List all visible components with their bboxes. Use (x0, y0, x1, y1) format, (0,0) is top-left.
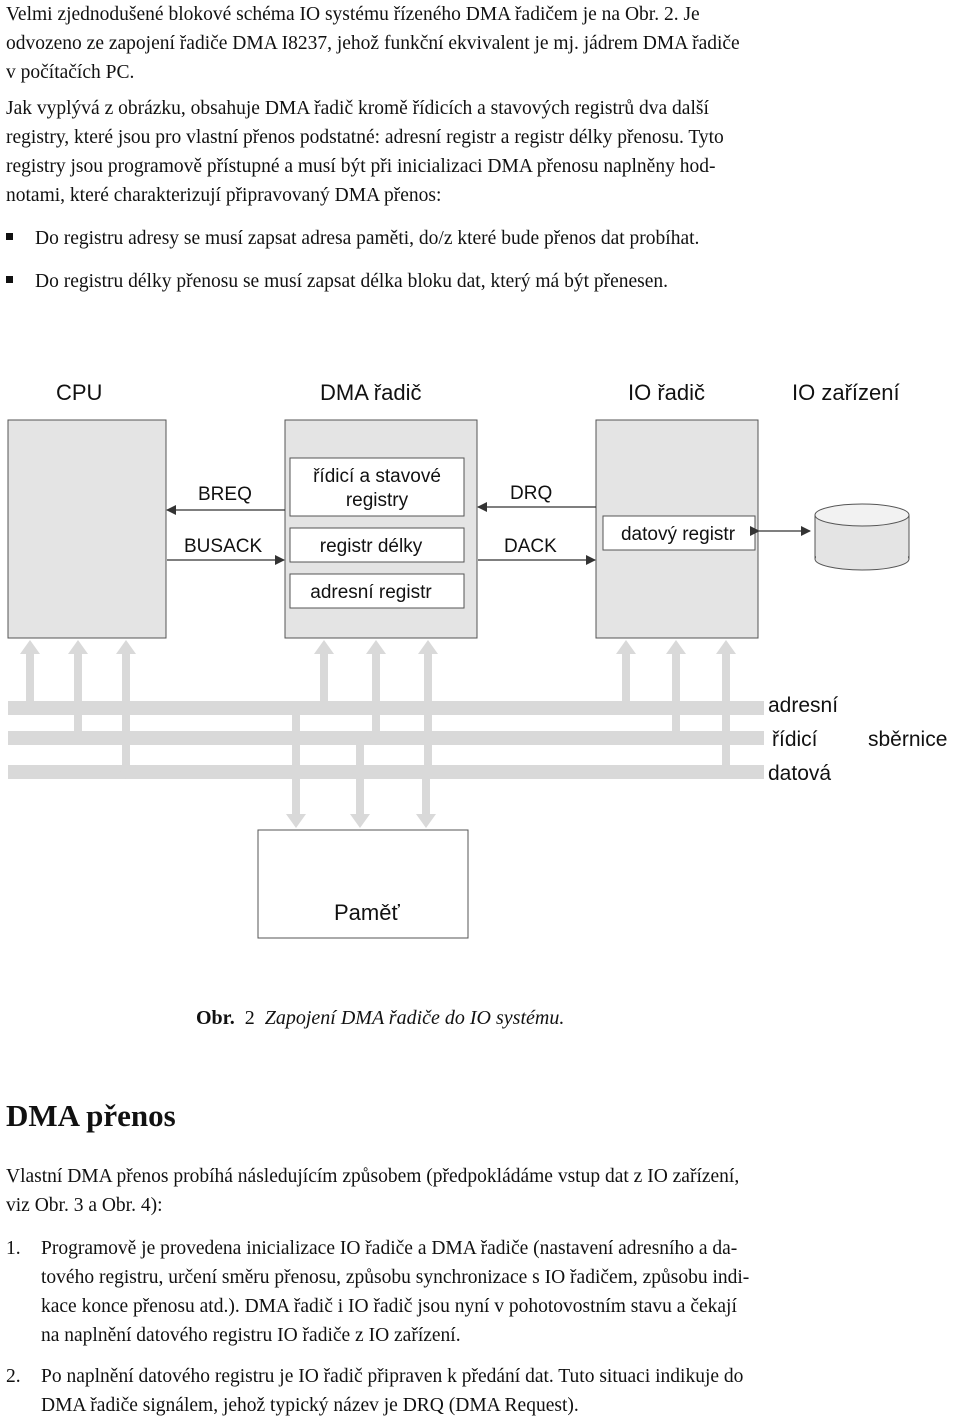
list-item: Do registru adresy se musí zapsat adresa… (6, 224, 699, 253)
bus-connector-arrow (366, 640, 386, 745)
io-controller-label: IO řadič (628, 380, 705, 405)
address-bus-label: adresní (768, 694, 838, 717)
text-line: Jak vyplývá z obrázku, obsahuje DMA řadi… (6, 98, 709, 119)
text-line: registry jsou programově přístupné a mus… (6, 156, 716, 177)
section-heading: DMA přenos (6, 1098, 176, 1133)
bus-connector-arrow (20, 640, 40, 715)
text-line: DMA řadiče signálem, jehož typický název… (41, 1395, 579, 1416)
bus-connector-arrow (116, 640, 136, 779)
list-item-line: 1.Programově je provedena inicializace I… (6, 1234, 737, 1263)
text-line: viz Obr. 3 a Obr. 4): (6, 1195, 163, 1216)
bullet-square-icon (6, 276, 13, 283)
control-status-registers-label: registry (346, 490, 409, 511)
text-line: Velmi zjednodušené blokové schéma IO sys… (6, 4, 700, 25)
text-line: Vlastní DMA přenos probíhá následujícím … (6, 1166, 740, 1187)
figure-caption: Obr. 2 Zapojení DMA řadiče do IO systému… (196, 1007, 565, 1029)
bus-connectors (20, 640, 736, 828)
bus-connector-arrow (416, 765, 436, 828)
data-bus-label: datová (768, 762, 831, 785)
data-bus (8, 765, 764, 779)
cpu-block (7, 419, 167, 639)
item-number: 2. (6, 1366, 21, 1387)
address-register-label: adresní registr (310, 582, 432, 603)
busack-label: BUSACK (184, 536, 262, 557)
bus-connector-arrow (666, 640, 686, 745)
cpu-label: CPU (56, 380, 102, 405)
text-line: registry, které jsou pro vlastní přenos … (6, 127, 724, 148)
breq-label: BREQ (198, 484, 252, 505)
text-line: notami, které charakterizují připravovan… (6, 185, 442, 206)
io-device-label: IO zařízení (792, 380, 900, 405)
memory-block (257, 829, 469, 939)
bus-connector-arrow (68, 640, 88, 745)
control-bus (8, 731, 764, 745)
list-item: Do registru délky přenosu se musí zapsat… (6, 267, 668, 296)
text-line: tového registru, určení směru přenosu, z… (41, 1267, 750, 1288)
data-register-label: datový registr (621, 524, 736, 545)
drq-label: DRQ (510, 483, 552, 504)
bus-connector-arrow (286, 701, 306, 828)
control-status-registers-label: řídicí a stavové (313, 466, 441, 487)
bus-connector-arrow (616, 640, 636, 715)
bus-label: sběrnice (868, 728, 947, 751)
text-line: na naplnění datového registru IO řadiče … (41, 1325, 461, 1346)
address-bus (8, 701, 764, 715)
dack-label: DACK (504, 536, 557, 557)
list-item-line: 2.Po naplnění datového registru je IO řa… (6, 1362, 743, 1391)
bus-connector-arrow (716, 640, 736, 779)
control-status-registers-box (289, 457, 465, 517)
dma-block-diagram: CPU DMA řadič IO řadič IO zařízení řídic… (7, 380, 947, 939)
text-line: v počítačích PC. (6, 62, 135, 83)
address-register-box (289, 573, 465, 609)
bus-connector-arrow (350, 731, 370, 828)
bullet-square-icon (6, 233, 13, 240)
bus-connector-arrow (418, 640, 438, 779)
bus-connector-arrow (314, 640, 334, 715)
control-bus-label: řídicí (772, 728, 818, 751)
memory-label: Paměť (334, 900, 400, 925)
length-register-label: registr délky (320, 536, 423, 557)
item-number: 1. (6, 1238, 21, 1259)
text-line: kace konce přenosu atd.). DMA řadič i IO… (41, 1296, 737, 1317)
length-register-box (289, 527, 465, 563)
disk-icon (814, 503, 910, 571)
dma-label: DMA řadič (320, 380, 421, 405)
text-line: odvozeno ze zapojení řadiče DMA I8237, j… (6, 33, 740, 54)
